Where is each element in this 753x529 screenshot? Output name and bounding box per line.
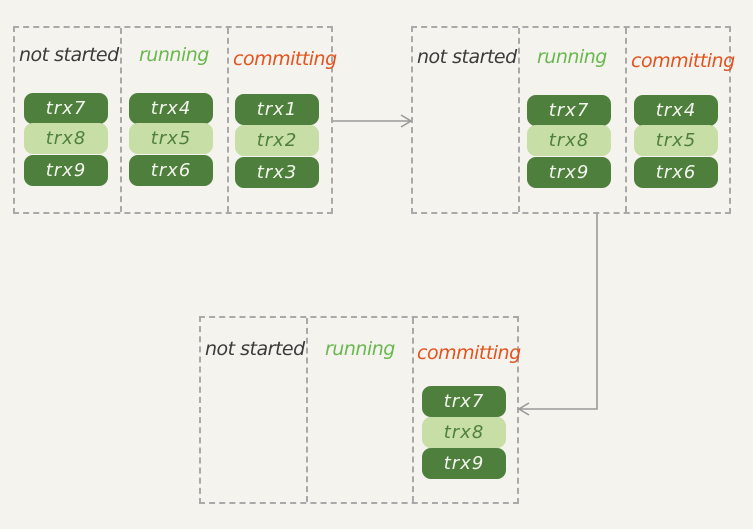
trx-block: trx4 bbox=[634, 95, 718, 126]
trx-block: trx9 bbox=[422, 448, 506, 479]
trx-block: trx4 bbox=[129, 93, 213, 124]
trx-block: trx7 bbox=[527, 95, 611, 126]
column-divider bbox=[518, 28, 520, 212]
trx-block: trx1 bbox=[235, 94, 319, 125]
label-not-started: not started bbox=[417, 46, 517, 68]
trx-block: trx7 bbox=[422, 386, 506, 417]
column-divider bbox=[227, 28, 229, 212]
trx-block: trx8 bbox=[527, 125, 611, 156]
trx-block: trx9 bbox=[24, 155, 108, 186]
column-divider bbox=[625, 28, 627, 212]
trx-block: trx9 bbox=[527, 157, 611, 188]
trx-block: trx5 bbox=[634, 125, 718, 156]
arrow-stage1-to-stage2 bbox=[333, 114, 413, 128]
label-running: running bbox=[139, 44, 209, 66]
arrow-stage2-to-stage3 bbox=[517, 214, 598, 416]
trx-block: trx6 bbox=[129, 155, 213, 186]
label-running: running bbox=[537, 46, 607, 68]
label-committing: committing bbox=[631, 50, 735, 72]
label-running: running bbox=[325, 338, 395, 360]
column-divider bbox=[306, 318, 308, 502]
trx-block: trx2 bbox=[235, 125, 319, 156]
label-committing: committing bbox=[417, 342, 521, 364]
column-divider bbox=[412, 318, 414, 502]
label-not-started: not started bbox=[205, 338, 305, 360]
trx-block: trx8 bbox=[422, 417, 506, 448]
trx-block: trx7 bbox=[24, 93, 108, 124]
trx-block: trx6 bbox=[634, 157, 718, 188]
label-not-started: not started bbox=[19, 44, 119, 66]
stage-1-box: not started running committing trx7 trx8… bbox=[13, 26, 337, 214]
trx-block: trx8 bbox=[24, 123, 108, 154]
trx-block: trx5 bbox=[129, 123, 213, 154]
column-divider bbox=[120, 28, 122, 212]
stage-2-box: not started running committing trx7 trx8… bbox=[411, 26, 735, 214]
label-committing: committing bbox=[233, 48, 337, 70]
stage-3-box: not started running committing trx7 trx8… bbox=[199, 316, 521, 504]
trx-block: trx3 bbox=[235, 157, 319, 188]
